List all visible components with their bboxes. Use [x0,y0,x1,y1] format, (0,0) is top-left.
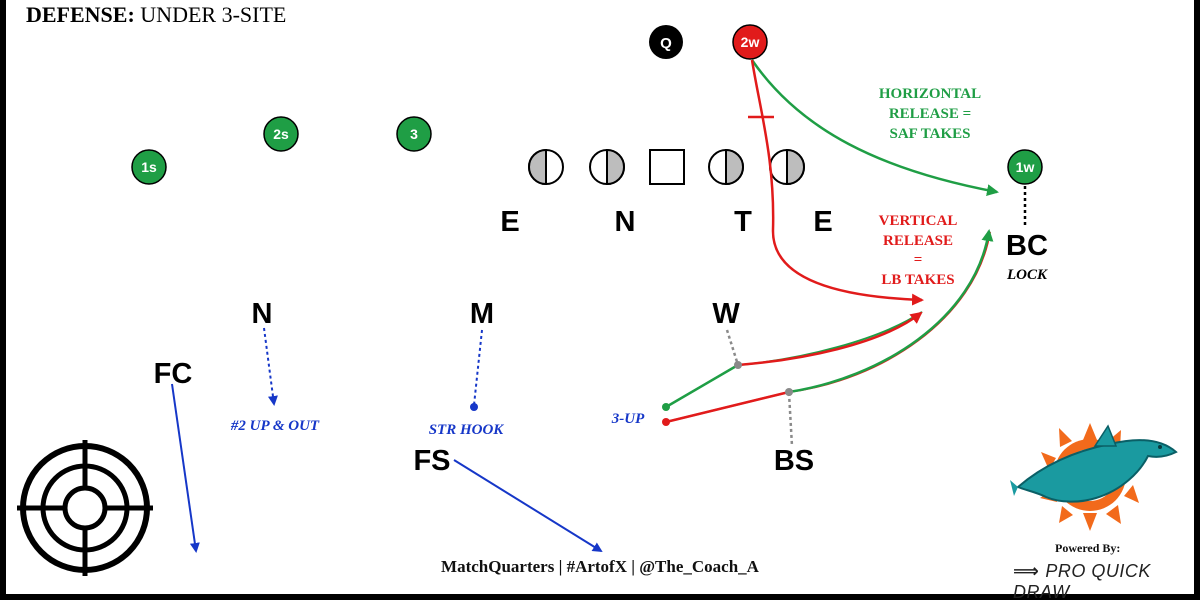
svg-text:=: = [914,252,923,268]
lb-label: N [252,298,273,330]
db-label: FS [413,445,450,477]
dl-label: E [500,206,519,238]
three-up-label: 3-UP [611,411,645,427]
vertical-release-note: VERTICAL RELEASE = LB TAKES [879,213,958,288]
footer-credits: MatchQuarters | #ArtofX | @The_Coach_A [441,557,759,576]
svg-text:1w: 1w [1016,159,1035,175]
dl-label: E [813,206,832,238]
svg-text:LB TAKES: LB TAKES [881,272,954,288]
lb-label: W [712,298,740,330]
svg-text:Q: Q [660,35,672,52]
three-up-green-stem [665,363,739,409]
dl-label: N [615,206,636,238]
defense-heading-label: DEFENSE: [26,2,135,27]
m-hook-point [470,403,478,411]
brand-wordmark: ⟹PRO QUICK DRAW [1013,561,1200,603]
svg-text:RELEASE: RELEASE [883,233,953,249]
frame-bottom-border [0,594,1200,600]
receiver-1s: 1s [131,149,167,185]
line-lineman [769,148,805,186]
n-drop-route [263,327,278,406]
db-label: FC [154,358,193,390]
defense-heading: DEFENSE: UNDER 3-SITE [26,2,286,28]
frame-left-border [0,0,6,600]
quarterback: Q [649,25,683,59]
pqd-logo-icon: ⟹ [1013,561,1040,581]
n-assignment-label: #2 UP & OUT [230,418,320,434]
receiver-3: 3 [396,116,432,152]
w-junction-dot [734,361,742,369]
vertical-release-arrow [750,59,924,306]
svg-text:RELEASE =: RELEASE = [889,106,971,122]
receiver-1w: 1w [1007,149,1043,185]
line-lineman [589,148,625,186]
svg-text:2s: 2s [273,126,289,142]
svg-text:3: 3 [410,126,418,142]
receiver-2w: 2w [732,24,768,60]
line-lineman [708,148,744,186]
three-up-green-redraw [788,229,994,394]
receiver-2s: 2s [263,116,299,152]
line-lineman [528,148,564,186]
three-up-red-stem [665,390,790,424]
defense-heading-value: UNDER 3-SITE [140,2,287,27]
svg-text:2w: 2w [741,34,760,50]
svg-text:SAF TAKES: SAF TAKES [890,126,971,142]
bs-junction-dot [785,388,793,396]
m-drop-route [473,329,483,406]
svg-text:VERTICAL: VERTICAL [879,213,958,229]
three-up-red-dot [662,418,670,426]
dl-label: T [734,206,752,238]
db-label: BC [1006,230,1048,262]
fc-deep-route [171,383,200,553]
line-center [649,149,685,185]
db-label: BS [774,445,814,477]
w-read-line [725,329,740,366]
m-assignment-label: STR HOOK [429,422,505,438]
defense-labels: E N T E N M W FC FS BS BC [154,206,1048,477]
bc-lock-note: LOCK [1006,267,1048,283]
powered-by-label: Powered By: [1055,541,1121,555]
horizontal-release-note: HORIZONTAL RELEASE = SAF TAKES [879,86,981,142]
fs-deep-route [453,459,603,553]
crosshair-icon [17,440,153,576]
three-up-green-dot [662,403,670,411]
dolphin-logo-icon [1010,423,1178,531]
lb-label: M [470,298,494,330]
svg-text:HORIZONTAL: HORIZONTAL [879,86,981,102]
frame-right-border [1194,0,1200,600]
three-up-red-redraw [737,311,923,367]
offensive-line [528,148,805,186]
horizontal-release-arrow [750,59,999,197]
three-up-green-route [665,311,923,408]
brand-name: PRO QUICK DRAW [1013,561,1151,602]
bs-read-line [787,392,794,447]
svg-text:1s: 1s [141,159,157,175]
